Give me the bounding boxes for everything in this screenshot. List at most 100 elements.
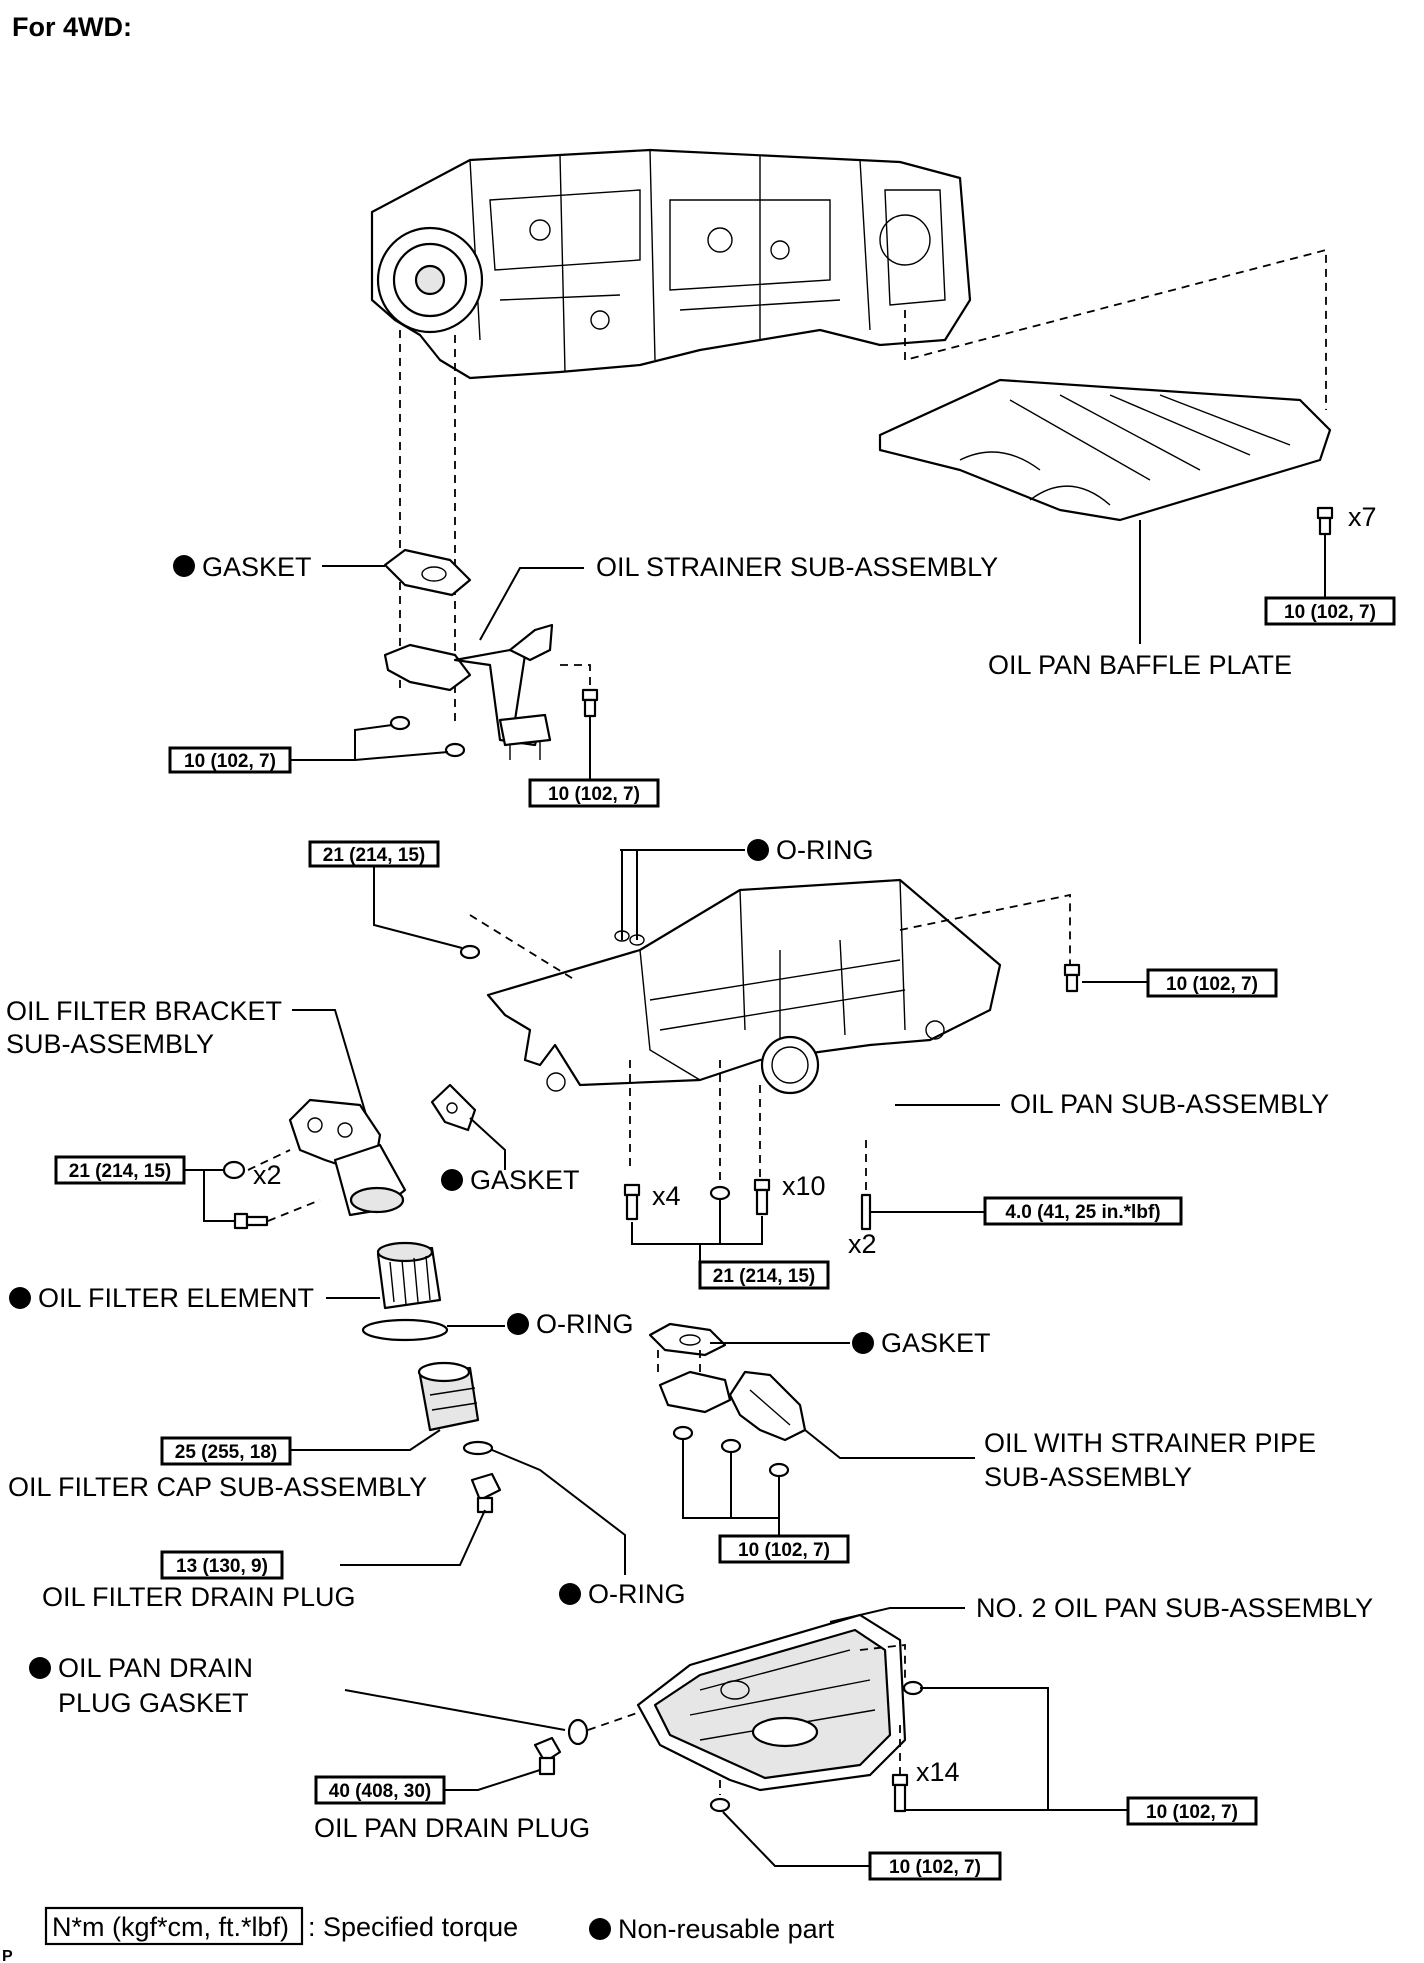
- label-drain-gasket-2: PLUG GASKET: [58, 1688, 249, 1718]
- label-filter-bracket-1: OIL FILTER BRACKET: [6, 996, 282, 1026]
- oil-pan-illustration: [486, 878, 1002, 1095]
- oil-strainer-pipe-illustration: [658, 1370, 807, 1442]
- pan-right-bolt-icon: [1063, 963, 1081, 993]
- no2-oil-pan-illustration: [636, 1613, 907, 1792]
- oring-filter-illustration: [361, 1318, 449, 1342]
- torque-pan-studs: 4.0 (41, 25 in.*lbf): [983, 1196, 1183, 1226]
- svg-text:10 (102, 7): 10 (102, 7): [1146, 1802, 1238, 1823]
- pan-stud-icon: [860, 1193, 872, 1231]
- nonreusable-marker-gasket-top: [173, 555, 195, 577]
- oil-strainer-illustration: [383, 623, 554, 760]
- torque-pipe-nuts: 10 (102, 7): [718, 1534, 850, 1564]
- no2-pan-nut-icon-bottom: [709, 1797, 731, 1813]
- torque-bracket: 21 (214, 15): [54, 1155, 186, 1185]
- svg-text:21 (214, 15): 21 (214, 15): [69, 1161, 171, 1182]
- label-filter-bracket-2: SUB-ASSEMBLY: [6, 1029, 214, 1059]
- no2-pan-bolts-qty: x14: [916, 1757, 960, 1787]
- bracket-bolts-qty: x2: [253, 1160, 282, 1190]
- label-drain-gasket-1: OIL PAN DRAIN: [58, 1653, 253, 1683]
- strainer-nut-icons: [389, 715, 466, 758]
- nonreusable-marker-oring-drain: [559, 1583, 581, 1605]
- svg-text:10 (102, 7): 10 (102, 7): [548, 784, 640, 805]
- pan-top-nut-icon: [459, 944, 481, 960]
- label-oil-pan-baffle-plate: OIL PAN BAFFLE PLATE: [988, 650, 1292, 680]
- pan-bolts-qty-b: x10: [782, 1171, 826, 1201]
- svg-text:13 (130, 9): 13 (130, 9): [176, 1556, 268, 1577]
- label-oring-filter: O-RING: [536, 1309, 634, 1339]
- svg-text:10 (102, 7): 10 (102, 7): [889, 1857, 981, 1878]
- svg-text:40 (408, 30): 40 (408, 30): [329, 1781, 431, 1802]
- oil-filter-cap-illustration: [417, 1361, 480, 1432]
- legend-torque-desc: : Specified torque: [308, 1912, 518, 1942]
- label-drain-plug: OIL PAN DRAIN PLUG: [314, 1813, 590, 1843]
- torque-filter-drain: 13 (130, 9): [160, 1550, 284, 1580]
- baffle-bolt-qty: x7: [1348, 502, 1377, 532]
- svg-text:4.0 (41, 25 in.*lbf): 4.0 (41, 25 in.*lbf): [1005, 1202, 1160, 1223]
- pan-bolt-icon-b: [753, 1178, 771, 1216]
- label-oil-pan: OIL PAN SUB-ASSEMBLY: [1010, 1089, 1329, 1119]
- torque-pan-top-nut: 21 (214, 15): [308, 840, 440, 868]
- label-no2-oil-pan: NO. 2 OIL PAN SUB-ASSEMBLY: [976, 1593, 1373, 1623]
- pipe-nut-icons: [672, 1425, 790, 1478]
- engine-block-illustration: [370, 148, 972, 380]
- oil-filter-bracket-illustration: [288, 1098, 407, 1217]
- legend-torque: N*m (kgf*cm, ft.*lbf) : Specified torque: [44, 1906, 518, 1946]
- nonreusable-marker-drain-gasket: [29, 1657, 51, 1679]
- label-oring-top: O-RING: [776, 835, 874, 865]
- svg-text:21 (214, 15): 21 (214, 15): [323, 845, 425, 866]
- nonreusable-marker-filter-element: [9, 1287, 31, 1309]
- label-gasket-pipe: GASKET: [881, 1328, 991, 1358]
- pan-bolts-qty-a: x4: [652, 1181, 681, 1211]
- no2-pan-nut-icon-top: [902, 1680, 924, 1696]
- nonreusable-marker-gasket-mid: [441, 1169, 463, 1191]
- label-filter-element: OIL FILTER ELEMENT: [38, 1283, 314, 1313]
- strainer-bolt-icon: [581, 688, 599, 718]
- label-strainer-pipe-2: SUB-ASSEMBLY: [984, 1462, 1192, 1492]
- legend-nonreusable-marker: [589, 1918, 611, 1940]
- torque-baffle: 10 (102, 7): [1264, 596, 1396, 626]
- nonreusable-marker-oring-filter: [507, 1313, 529, 1335]
- pan-bolt-icon-a: [623, 1183, 641, 1221]
- torque-filter-cap: 25 (255, 18): [160, 1436, 292, 1466]
- oil-pan-drain-plug-illustration: [533, 1736, 562, 1776]
- pan-nut-icon: [709, 1185, 731, 1201]
- label-oil-strainer: OIL STRAINER SUB-ASSEMBLY: [596, 552, 998, 582]
- label-gasket-mid: GASKET: [470, 1165, 580, 1195]
- nonreusable-marker-gasket-pipe: [852, 1332, 874, 1354]
- oil-filter-drain-plug-illustration: [470, 1472, 502, 1514]
- pan-studs-qty: x2: [848, 1229, 877, 1259]
- torque-no2-pan-right: 10 (102, 7): [1126, 1796, 1258, 1826]
- svg-text:10 (102, 7): 10 (102, 7): [184, 751, 276, 772]
- svg-text:10 (102, 7): 10 (102, 7): [738, 1540, 830, 1561]
- oring-drain-illustration: [462, 1440, 494, 1456]
- torque-drain-plug: 40 (408, 30): [314, 1775, 446, 1805]
- label-filter-drain-plug: OIL FILTER DRAIN PLUG: [42, 1582, 356, 1612]
- svg-text:10 (102, 7): 10 (102, 7): [1284, 602, 1376, 623]
- baffle-bolt-icon: [1316, 506, 1334, 536]
- legend-nonreusable-desc: Non-reusable part: [618, 1914, 835, 1944]
- torque-strainer-nuts: 10 (102, 7): [168, 746, 292, 774]
- bracket-bolt-icon-2: [233, 1212, 269, 1230]
- svg-text:21 (214, 15): 21 (214, 15): [713, 1266, 815, 1287]
- label-gasket-top: GASKET: [202, 552, 312, 582]
- nonreusable-marker-oring-top: [747, 839, 769, 861]
- legend-torque-box-text: N*m (kgf*cm, ft.*lbf): [52, 1912, 289, 1942]
- diagram-title: For 4WD:: [12, 12, 132, 42]
- oil-filter-element-illustration: [376, 1241, 442, 1310]
- gasket-top-illustration: [383, 548, 472, 597]
- torque-pan-bolts: 21 (214, 15): [698, 1260, 830, 1290]
- torque-strainer-bolt: 10 (102, 7): [528, 778, 660, 808]
- torque-pan-right-bolt: 10 (102, 7): [1146, 968, 1278, 998]
- oil-pan-baffle-plate-illustration: [878, 378, 1332, 522]
- gasket-mid-illustration: [430, 1083, 477, 1132]
- label-filter-cap: OIL FILTER CAP SUB-ASSEMBLY: [8, 1472, 427, 1502]
- torque-no2-pan-bottom: 10 (102, 7): [868, 1851, 1002, 1881]
- svg-text:25 (255, 18): 25 (255, 18): [175, 1442, 277, 1463]
- drain-plug-gasket-illustration: [567, 1718, 589, 1746]
- svg-text:10 (102, 7): 10 (102, 7): [1166, 974, 1258, 995]
- footer-code: P: [2, 1948, 13, 1963]
- gasket-pipe-illustration: [648, 1322, 727, 1357]
- label-strainer-pipe-1: OIL WITH STRAINER PIPE: [984, 1428, 1316, 1458]
- no2-pan-bolt-icon: [891, 1773, 909, 1813]
